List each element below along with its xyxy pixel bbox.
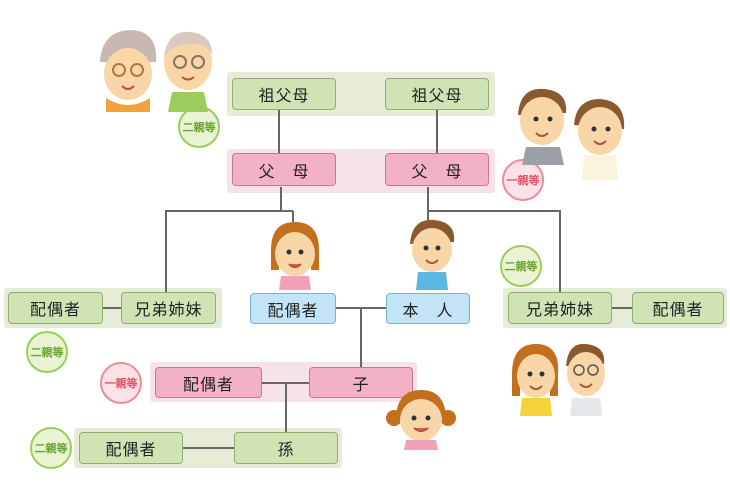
degree-badge-grandchild: 二親等	[30, 427, 72, 469]
sibling-left-box: 兄弟姉妹	[121, 292, 216, 324]
degree-badge-child: 一親等	[100, 362, 142, 404]
spouse-illustration	[271, 222, 319, 290]
parents-right-box: 父 母	[385, 153, 489, 186]
child-box: 子	[309, 367, 413, 398]
degree-badge-parents: 一親等	[502, 159, 544, 201]
child-illustration	[386, 390, 456, 450]
child-spouse-box: 配偶者	[155, 367, 262, 398]
siblings-illustration	[512, 343, 605, 416]
sibling-spouse-left-box: 配偶者	[8, 292, 103, 324]
degree-badge-siblings-right: 二親等	[500, 245, 542, 287]
parents-illustration	[518, 88, 625, 180]
grandparents-illustration	[100, 30, 212, 112]
self-illustration	[410, 219, 455, 290]
grandchild-box: 孫	[234, 432, 338, 464]
sibling-spouse-right-box: 配偶者	[632, 292, 724, 324]
sibling-right-box: 兄弟姉妹	[508, 292, 612, 324]
parents-left-box: 父 母	[232, 153, 336, 186]
grandparents-right-box: 祖父母	[385, 78, 489, 110]
self-box: 本 人	[386, 293, 470, 324]
grandchild-spouse-box: 配偶者	[79, 432, 183, 464]
degree-badge-grandparents: 二親等	[178, 106, 220, 148]
degree-badge-siblings-left: 二親等	[26, 331, 68, 373]
spouse-box: 配偶者	[250, 293, 336, 324]
grandparents-left-box: 祖父母	[232, 78, 336, 110]
